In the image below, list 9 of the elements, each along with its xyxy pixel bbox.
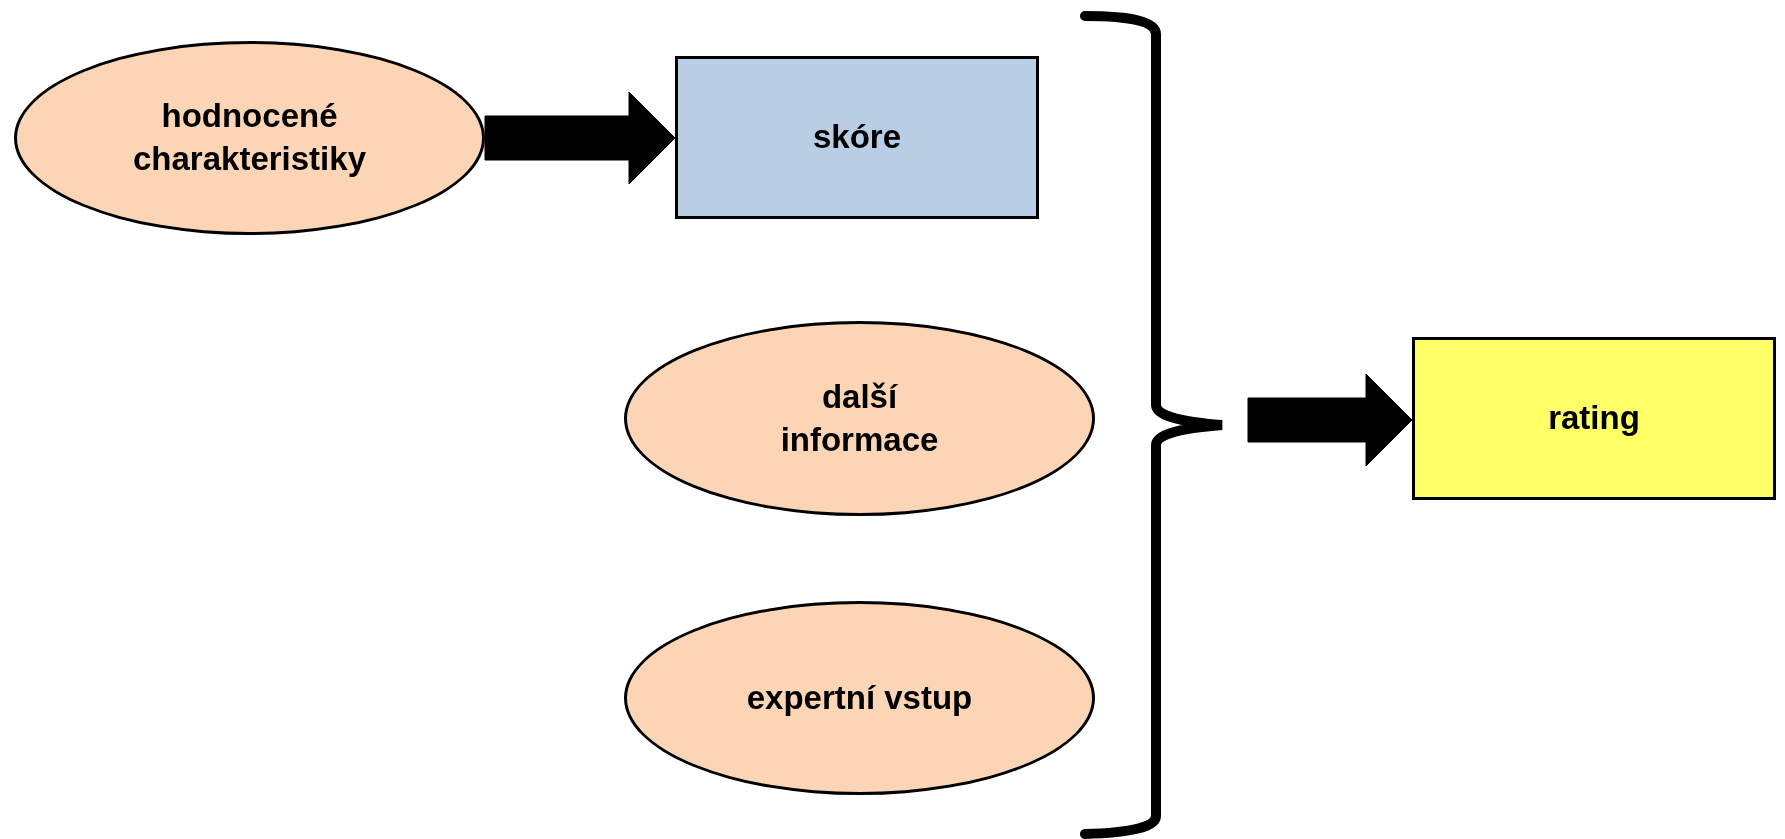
block-arrow bbox=[484, 91, 676, 185]
block-arrow bbox=[1247, 373, 1413, 467]
output-box bbox=[1412, 337, 1776, 500]
node-label: další informace bbox=[779, 376, 940, 460]
node-label: expertní vstup bbox=[745, 677, 974, 718]
node-label: rating bbox=[1547, 398, 1641, 439]
process-box bbox=[675, 56, 1039, 219]
node-label: skóre bbox=[811, 117, 903, 158]
node-label: hodnocené charakteristiky bbox=[132, 96, 367, 179]
